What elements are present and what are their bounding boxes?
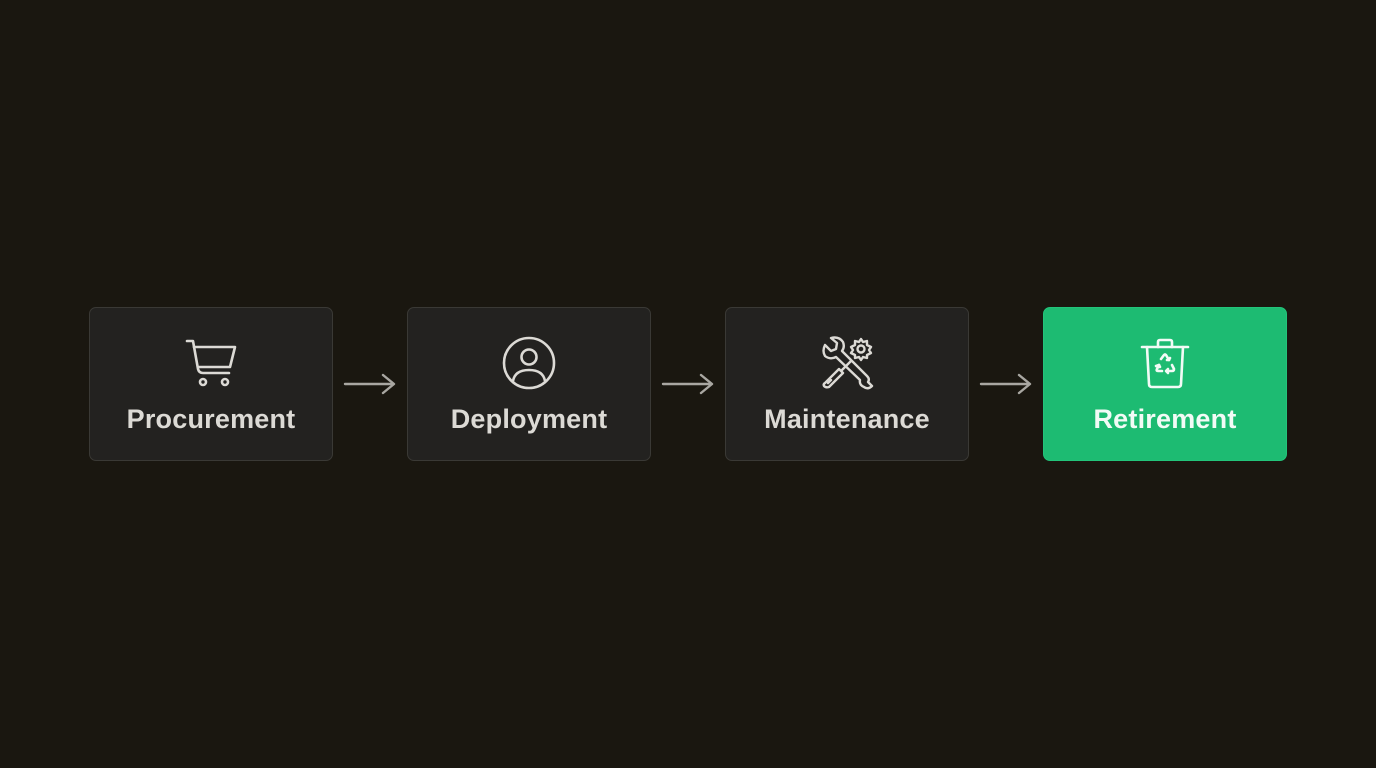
arrow-right-icon — [969, 307, 1043, 461]
lifecycle-flow: Procurement Deployment — [89, 307, 1287, 461]
stage-maintenance[interactable]: Maintenance — [725, 307, 969, 461]
stage-label: Maintenance — [764, 404, 930, 434]
stage-procurement[interactable]: Procurement — [89, 307, 333, 461]
shopping-cart-icon — [183, 335, 239, 391]
stage-retirement[interactable]: Retirement — [1043, 307, 1287, 461]
stage-label: Deployment — [450, 404, 608, 434]
arrow-right-icon — [333, 307, 407, 461]
stage-deployment[interactable]: Deployment — [407, 307, 651, 461]
user-circle-icon — [501, 335, 557, 391]
recycle-bin-icon — [1137, 335, 1193, 391]
stage-label: Procurement — [126, 404, 296, 434]
arrow-right-icon — [651, 307, 725, 461]
stage-label: Retirement — [1093, 404, 1237, 434]
wrench-screwdriver-gear-icon — [819, 335, 875, 391]
